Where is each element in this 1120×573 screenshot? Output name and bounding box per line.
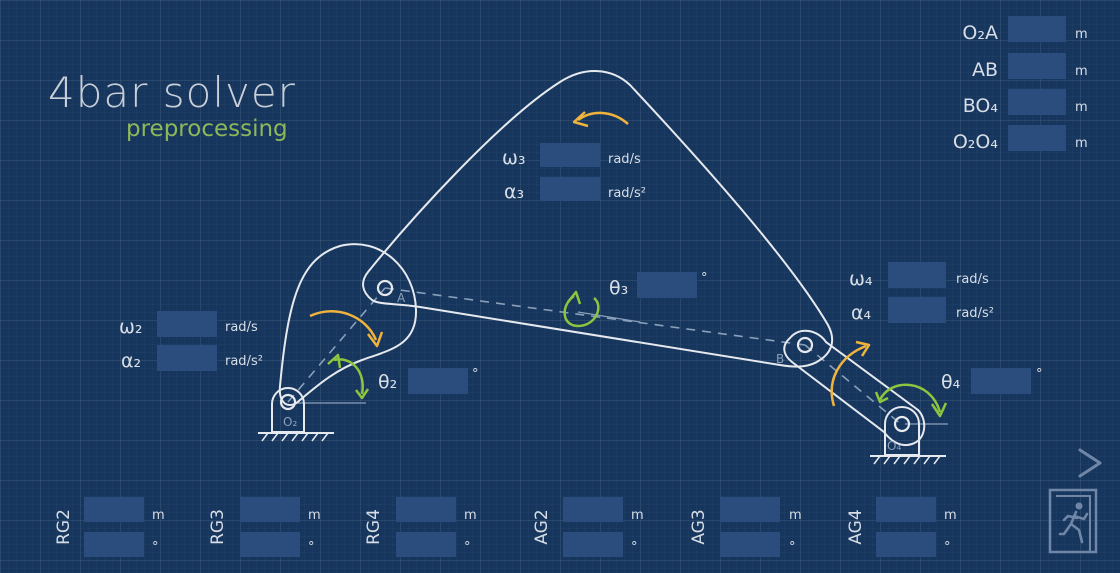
ag4-length-unit: m	[944, 508, 957, 523]
ag3-label: AG3	[689, 509, 709, 545]
rg4-label: RG4	[364, 509, 384, 545]
link-length-bo4-input[interactable]	[1008, 89, 1066, 115]
joint-label-a: A	[397, 291, 406, 305]
pin-a	[376, 279, 394, 297]
chevron-right-icon[interactable]	[1074, 446, 1106, 480]
rg2-length-input[interactable]	[84, 497, 144, 522]
alpha3-unit: rad/s²	[608, 186, 646, 201]
theta3-reference-line	[577, 311, 641, 323]
ag3-angle-input[interactable]	[720, 532, 780, 557]
link-unit-o2o4: m	[1075, 136, 1088, 151]
joint-label-o4: O₄	[887, 439, 901, 453]
theta3-input[interactable]	[637, 272, 697, 298]
link-label-bo4: BO₄	[962, 95, 998, 117]
theta2-input[interactable]	[408, 368, 468, 394]
rg3-label: RG3	[208, 509, 228, 545]
rg4-length-input[interactable]	[396, 497, 456, 522]
ag4-label: AG4	[846, 509, 866, 545]
alpha4-input[interactable]	[888, 297, 946, 323]
ag2-angle-unit: °	[631, 540, 638, 555]
rg4-angle-unit: °	[464, 540, 471, 555]
omega2-unit: rad/s	[225, 320, 258, 335]
crank-link	[278, 243, 418, 406]
alpha4-label: α₄	[851, 302, 872, 324]
omega3-arrow-icon	[572, 111, 629, 128]
omega2-arrow-icon	[309, 310, 384, 348]
rg2-label: RG2	[54, 509, 74, 545]
rg2-angle-input[interactable]	[84, 532, 144, 557]
ag3-angle-unit: °	[789, 540, 796, 555]
omega4-input[interactable]	[888, 262, 946, 288]
alpha2-label: α₂	[121, 350, 142, 372]
ag2-length-input[interactable]	[563, 497, 623, 522]
link-label-o2a: O₂A	[962, 22, 998, 44]
theta4-arrow-icon	[874, 383, 948, 418]
alpha2-unit: rad/s²	[225, 354, 263, 369]
theta4-input[interactable]	[971, 368, 1031, 394]
link-length-o2o4-input[interactable]	[1008, 125, 1066, 151]
link-unit-o2a: m	[1075, 27, 1088, 42]
rg3-length-input[interactable]	[240, 497, 300, 522]
ag2-length-unit: m	[631, 508, 644, 523]
link-label-ab: AB	[971, 59, 998, 81]
ag3-length-input[interactable]	[720, 497, 780, 522]
ground-support-o4	[870, 406, 946, 465]
pin-b	[796, 336, 814, 354]
omega2-label: ω₂	[119, 316, 143, 338]
link-length-o2a-input[interactable]	[1008, 16, 1066, 42]
theta3-unit: °	[701, 271, 708, 286]
ag2-angle-input[interactable]	[563, 532, 623, 557]
alpha3-input[interactable]	[540, 177, 600, 201]
link-label-o2o4: O₂O₄	[952, 131, 998, 153]
alpha3-label: α₃	[504, 181, 525, 203]
rocker-link	[783, 329, 926, 446]
rg4-length-unit: m	[464, 508, 477, 523]
theta4-unit: °	[1036, 367, 1043, 382]
theta2-arrow-icon	[327, 353, 370, 400]
omega4-unit: rad/s	[956, 272, 989, 287]
ag4-length-input[interactable]	[876, 497, 936, 522]
theta3-arrow-icon	[563, 290, 600, 328]
app-title: 4bar solver	[48, 68, 296, 117]
rg2-angle-unit: °	[152, 540, 159, 555]
alpha4-unit: rad/s²	[956, 306, 994, 321]
omega4-label: ω₄	[849, 268, 873, 290]
omega4-arrow-icon	[830, 340, 871, 407]
theta2-label: θ₂	[378, 371, 398, 393]
omega3-label: ω₃	[502, 147, 526, 169]
alpha2-input[interactable]	[157, 345, 217, 371]
theta4-label: θ₄	[941, 371, 961, 393]
link-length-ab-input[interactable]	[1008, 53, 1066, 79]
ag2-label: AG2	[532, 509, 552, 545]
ag4-angle-input[interactable]	[876, 532, 936, 557]
ag3-length-unit: m	[789, 508, 802, 523]
omega2-input[interactable]	[157, 311, 217, 337]
joint-label-b: B	[776, 352, 784, 366]
rg3-angle-input[interactable]	[240, 532, 300, 557]
omega3-input[interactable]	[540, 143, 600, 167]
joint-label-o2: O₂	[283, 415, 297, 429]
theta3-label: θ₃	[609, 277, 629, 299]
exit-door-icon[interactable]	[1046, 486, 1100, 556]
pin-o4	[893, 415, 911, 433]
rg3-length-unit: m	[308, 508, 321, 523]
rocker-centerline	[804, 344, 903, 426]
ground-support-o2	[258, 387, 334, 442]
link-unit-ab: m	[1075, 64, 1088, 79]
rg2-length-unit: m	[152, 508, 165, 523]
ag4-angle-unit: °	[944, 540, 951, 555]
theta2-unit: °	[472, 367, 479, 382]
omega3-unit: rad/s	[608, 152, 641, 167]
link-unit-bo4: m	[1075, 100, 1088, 115]
coupler-link	[362, 70, 834, 368]
crank-centerline	[287, 287, 386, 403]
app-subtitle: preprocessing	[126, 116, 288, 142]
rg3-angle-unit: °	[308, 540, 315, 555]
pin-o2	[279, 393, 297, 411]
rg4-angle-input[interactable]	[396, 532, 456, 557]
